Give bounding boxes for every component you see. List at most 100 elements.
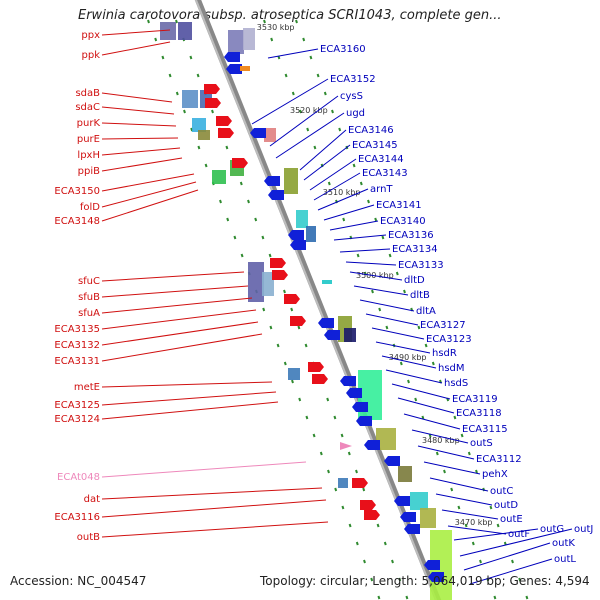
gene-label-ECA3131[interactable]: ECA3131 [54, 356, 100, 367]
gene-label-metE[interactable]: metE [74, 382, 100, 393]
gene-label-outC[interactable]: outC [490, 486, 513, 497]
reverse-gene-arrow[interactable] [290, 240, 306, 250]
gene-label-hsdM[interactable]: hsdM [438, 363, 465, 374]
gene-label-hsdR[interactable]: hsdR [432, 348, 457, 359]
gene-box[interactable] [430, 530, 452, 600]
reverse-gene-arrow[interactable] [318, 318, 334, 328]
forward-gene-arrow[interactable] [308, 362, 324, 372]
gene-label-outS[interactable]: outS [470, 438, 493, 449]
gene-box[interactable] [288, 368, 300, 380]
forward-gene-arrow[interactable] [218, 128, 234, 138]
gene-label-ECA3119[interactable]: ECA3119 [452, 394, 498, 405]
reverse-gene-arrow[interactable] [224, 52, 240, 62]
reverse-gene-arrow[interactable] [226, 64, 242, 74]
gene-label-cysS[interactable]: cysS [340, 91, 363, 102]
gene-label-ECA3134[interactable]: ECA3134 [392, 244, 438, 255]
gene-label-outD[interactable]: outD [494, 500, 518, 511]
gene-label-ugd[interactable]: ugd [346, 108, 365, 119]
reverse-gene-arrow[interactable] [428, 572, 444, 582]
gene-box[interactable] [240, 66, 250, 71]
gene-label-ECA3160[interactable]: ECA3160 [320, 44, 366, 55]
gene-label-ECA3127[interactable]: ECA3127 [420, 320, 466, 331]
gene-label-sfuA[interactable]: sfuA [78, 308, 100, 319]
gene-box[interactable] [262, 272, 274, 296]
gene-box[interactable] [264, 128, 276, 142]
gene-box[interactable] [306, 226, 316, 242]
gene-label-outJ[interactable]: outJ [574, 524, 593, 535]
gene-label-ECA3140[interactable]: ECA3140 [380, 216, 426, 227]
forward-gene-arrow[interactable] [204, 84, 220, 94]
rna-gene-arrow[interactable] [340, 442, 352, 450]
gene-box[interactable] [410, 492, 428, 510]
gene-label-dltA[interactable]: dltA [416, 306, 436, 317]
gene-label-dat[interactable]: dat [84, 494, 100, 505]
reverse-gene-arrow[interactable] [356, 416, 372, 426]
gene-label-ECA3135[interactable]: ECA3135 [54, 324, 100, 335]
gene-box[interactable] [338, 478, 348, 488]
forward-gene-arrow[interactable] [205, 98, 221, 108]
gene-label-dltB[interactable]: dltB [410, 290, 430, 301]
gene-label-sdaC[interactable]: sdaC [75, 102, 100, 113]
gene-label-ECA3125[interactable]: ECA3125 [54, 400, 100, 411]
gene-box[interactable] [420, 508, 436, 528]
gene-label-ppiB[interactable]: ppiB [78, 166, 100, 177]
reverse-gene-arrow[interactable] [400, 512, 416, 522]
gene-label-ECA3116[interactable]: ECA3116 [54, 512, 100, 523]
gene-box[interactable] [212, 170, 226, 184]
gene-box[interactable] [198, 130, 210, 140]
gene-label-ECA3144[interactable]: ECA3144 [358, 154, 404, 165]
gene-box[interactable] [160, 22, 176, 40]
gene-label-outG[interactable]: outG [540, 524, 564, 535]
reverse-gene-arrow[interactable] [264, 176, 280, 186]
forward-gene-arrow[interactable] [352, 478, 368, 488]
gene-box[interactable] [322, 280, 332, 284]
gene-label-purE[interactable]: purE [77, 134, 100, 145]
reverse-gene-arrow[interactable] [346, 388, 362, 398]
gene-label-ECA3124[interactable]: ECA3124 [54, 414, 100, 425]
forward-gene-arrow[interactable] [364, 510, 380, 520]
reverse-gene-arrow[interactable] [424, 560, 440, 570]
gene-label-ECAt048[interactable]: ECAt048 [57, 472, 100, 483]
gene-label-ECA3152[interactable]: ECA3152 [330, 74, 376, 85]
gene-label-ECA3115[interactable]: ECA3115 [462, 424, 508, 435]
reverse-gene-arrow[interactable] [394, 496, 410, 506]
reverse-gene-arrow[interactable] [404, 524, 420, 534]
reverse-gene-arrow[interactable] [352, 402, 368, 412]
gene-label-outK[interactable]: outK [552, 538, 575, 549]
gene-label-dltD[interactable]: dltD [404, 275, 425, 286]
forward-gene-arrow[interactable] [284, 294, 300, 304]
gene-label-ECA3145[interactable]: ECA3145 [352, 140, 398, 151]
gene-label-sfuC[interactable]: sfuC [78, 276, 100, 287]
gene-label-ECA3133[interactable]: ECA3133 [398, 260, 444, 271]
forward-gene-arrow[interactable] [290, 316, 306, 326]
gene-label-outL[interactable]: outL [554, 554, 576, 565]
gene-box[interactable] [182, 90, 198, 108]
gene-label-folD[interactable]: folD [80, 202, 100, 213]
gene-label-ECA3148[interactable]: ECA3148 [54, 216, 100, 227]
gene-box[interactable] [344, 328, 356, 342]
gene-label-outE[interactable]: outE [500, 514, 523, 525]
forward-gene-arrow[interactable] [360, 500, 376, 510]
gene-label-ECA3141[interactable]: ECA3141 [376, 200, 422, 211]
gene-label-ppk[interactable]: ppk [82, 50, 101, 61]
gene-label-purK[interactable]: purK [77, 118, 101, 129]
gene-label-ECA3150[interactable]: ECA3150 [54, 186, 100, 197]
gene-label-lpxH[interactable]: lpxH [77, 150, 100, 161]
gene-label-ppx[interactable]: ppx [81, 30, 100, 41]
reverse-gene-arrow[interactable] [324, 330, 340, 340]
gene-label-ECA3132[interactable]: ECA3132 [54, 340, 100, 351]
gene-box[interactable] [243, 28, 255, 50]
reverse-gene-arrow[interactable] [268, 190, 284, 200]
forward-gene-arrow[interactable] [272, 270, 288, 280]
gene-label-arnT[interactable]: arnT [370, 184, 393, 195]
reverse-gene-arrow[interactable] [250, 128, 266, 138]
forward-gene-arrow[interactable] [312, 374, 328, 384]
forward-gene-arrow[interactable] [270, 258, 286, 268]
reverse-gene-arrow[interactable] [340, 376, 356, 386]
gene-box[interactable] [376, 428, 396, 450]
reverse-gene-arrow[interactable] [364, 440, 380, 450]
gene-label-ECA3123[interactable]: ECA3123 [426, 334, 472, 345]
gene-label-outF[interactable]: outF [508, 529, 530, 540]
gene-label-ECA3143[interactable]: ECA3143 [362, 168, 408, 179]
